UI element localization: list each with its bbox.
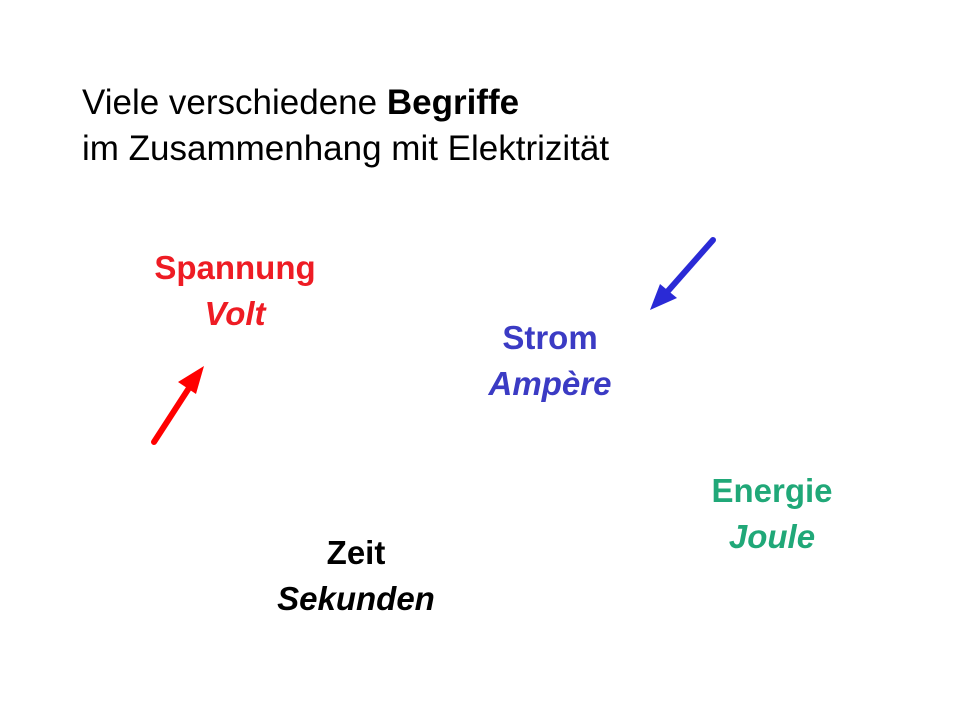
term-zeit-unit: Sekunden <box>277 580 435 617</box>
term-spannung-unit: Volt <box>204 295 266 332</box>
red-arrow <box>151 366 204 445</box>
term-spannung-name: Spannung <box>154 249 316 286</box>
term-strom-unit: Ampère <box>488 365 612 402</box>
title-line-1-text: Viele verschiedene <box>82 83 387 122</box>
term-zeit: Zeit Sekunden <box>226 530 486 622</box>
term-spannung: Spannung Volt <box>105 245 365 337</box>
slide-title: Viele verschiedene Begriffe im Zusammenh… <box>82 80 609 172</box>
blue-arrow <box>650 237 716 310</box>
term-energie-unit: Joule <box>728 518 816 555</box>
term-zeit-name: Zeit <box>326 534 386 571</box>
title-line-1: Viele verschiedene Begriffe <box>82 80 609 126</box>
title-line-2: im Zusammenhang mit Elektrizität <box>82 129 610 168</box>
term-strom: Strom Ampère <box>420 315 680 407</box>
title-bold-word: Begriffe <box>386 83 520 122</box>
term-energie-name: Energie <box>711 472 833 509</box>
term-strom-name: Strom <box>502 319 598 356</box>
term-energie: Energie Joule <box>642 468 902 560</box>
